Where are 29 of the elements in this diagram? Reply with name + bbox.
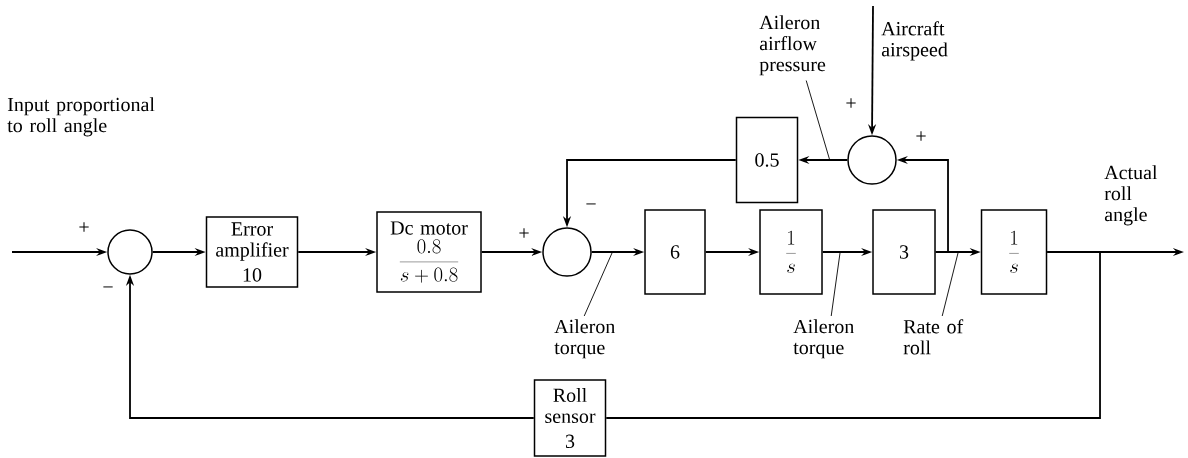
signal-line <box>605 251 1101 419</box>
sign-label: + <box>519 228 529 238</box>
block-box: 3 <box>872 209 936 295</box>
block-box: Dc motor $\frac{0.8}{s + 0.8}$ <box>376 211 482 293</box>
signal-label: Aileron torque <box>793 319 854 359</box>
signal-label: Aircraft airspeed <box>881 21 948 61</box>
signal-label: Input proportional to roll angle <box>7 97 155 137</box>
block-box: Roll sensor 3 <box>533 379 607 457</box>
sign-label: + <box>916 131 926 141</box>
summing-junction <box>107 229 153 275</box>
block-box: 6 <box>644 209 706 295</box>
leader-line <box>583 252 613 317</box>
leader-line <box>941 252 959 317</box>
summing-junction <box>542 227 592 277</box>
signal-label: Aileron torque <box>554 319 615 359</box>
signal-label: Rate of roll <box>903 319 964 355</box>
block-box: 0.5 <box>735 116 799 204</box>
signal-label: Actual roll angle <box>1104 165 1158 226</box>
signal-label: Aileron airflow pressure <box>759 15 826 76</box>
sign-label: + <box>79 222 89 232</box>
block-box: $\frac{1}{s}$ <box>759 209 823 295</box>
block-box: Error amplifier 10 <box>205 216 299 288</box>
sign-label: − <box>586 203 596 205</box>
summing-junction <box>847 135 897 185</box>
block-box: $\frac{1}{s}$ <box>980 209 1048 295</box>
sign-label: − <box>103 286 113 288</box>
sign-label: + <box>846 98 856 108</box>
leader-line <box>830 252 841 317</box>
leader-line <box>805 80 831 162</box>
